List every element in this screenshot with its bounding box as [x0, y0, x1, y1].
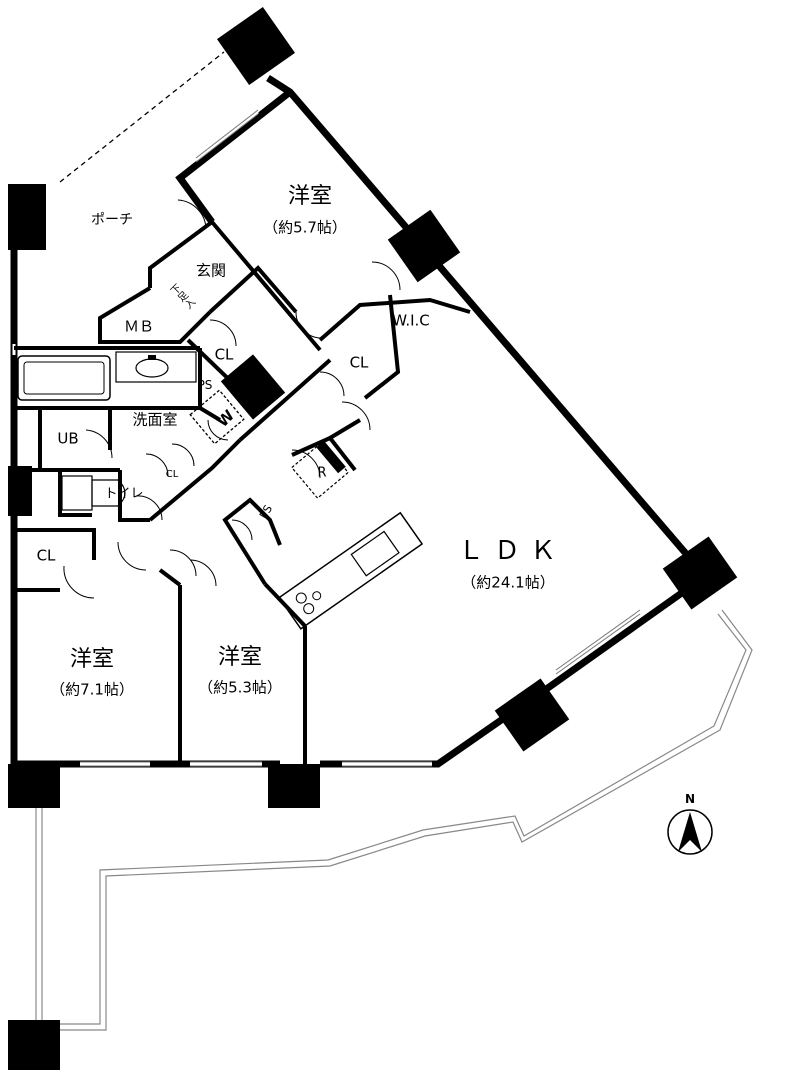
room-area-bedroom-west: （約7.1帖） — [50, 680, 134, 699]
door-swings — [63, 199, 401, 599]
toilet-icon — [61, 475, 126, 511]
label-mb: ＭＢ — [123, 317, 155, 336]
room-area-bedroom-center: （約5.3帖） — [198, 678, 282, 697]
label-ps-washroom: PS — [197, 378, 213, 392]
stove-burner-icon — [312, 591, 322, 601]
room-name-bedroom-center: 洋室 — [217, 645, 263, 670]
kitchen-counter — [278, 511, 424, 630]
windows — [12, 110, 641, 766]
label-cl-ldk: CL — [349, 353, 369, 372]
label-washroom: 洗面室 — [132, 410, 178, 429]
wash-basin-icon — [115, 351, 197, 383]
interior-walls — [14, 220, 471, 764]
window-lines — [80, 109, 641, 767]
room-area-ldk: （約24.1帖） — [461, 573, 555, 592]
label-cl-toilet: CL — [165, 469, 179, 480]
label-toilet: トイレ — [104, 486, 144, 502]
label-cl-bedroom: CL — [36, 546, 56, 565]
washer-box — [189, 389, 245, 445]
exterior-walls — [10, 75, 703, 778]
structural-columns — [8, 7, 738, 1070]
label-porch: ポーチ — [91, 212, 133, 228]
balcony-railing — [35, 609, 753, 1031]
room-name-ldk: ＬＤＫ — [457, 536, 567, 566]
room-name-bedroom-west: 洋室 — [69, 647, 115, 672]
room-name-bedroom-north: 洋室 — [287, 184, 333, 209]
porch-boundary — [59, 51, 225, 183]
bathtub-icon — [17, 355, 111, 401]
stove-burner-icon — [303, 603, 315, 615]
label-ub: UB — [57, 429, 79, 448]
room-area-bedroom-north: （約5.7帖） — [263, 218, 347, 237]
label-wic: W.I.C — [392, 311, 430, 330]
label-refrigerator: R — [317, 465, 327, 481]
compass-north-label: N — [684, 792, 696, 806]
label-cl-entrance: CL — [214, 345, 234, 364]
stove-burner-icon — [295, 592, 307, 604]
compass-icon — [667, 809, 713, 855]
label-entrance: 玄関 — [195, 261, 227, 280]
